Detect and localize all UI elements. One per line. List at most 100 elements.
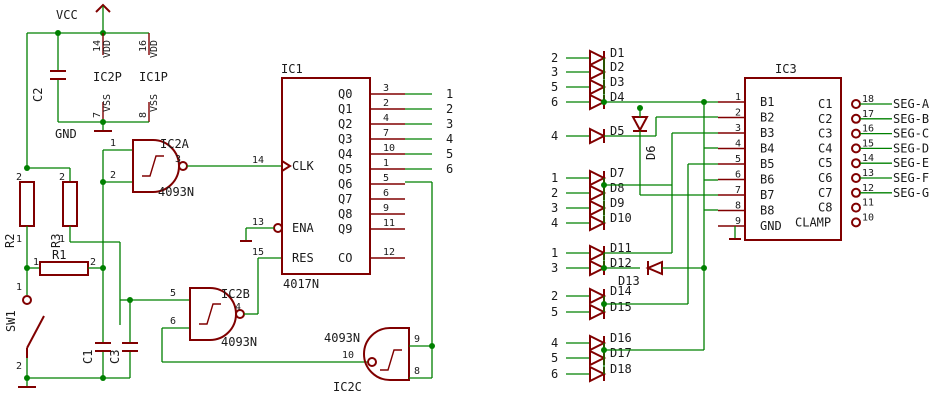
ic3-pin-18: 18 <box>862 94 874 105</box>
ic1-output-q0: Q0 <box>338 87 352 101</box>
svg-text:VDD: VDD <box>102 40 113 58</box>
c1-label: C1 <box>81 350 95 364</box>
ic3-pin-17: 17 <box>862 109 874 120</box>
svg-text:1: 1 <box>59 234 65 245</box>
diode-net-d4: 6 <box>551 95 558 109</box>
diode-net-d12: 3 <box>551 261 558 275</box>
svg-text:4: 4 <box>235 302 241 313</box>
diode-net-d8: 2 <box>551 186 558 200</box>
diode-label-d16: D16 <box>610 331 632 345</box>
diode-net-d2: 3 <box>551 65 558 79</box>
ic3-pin-7: 7 <box>735 185 741 196</box>
r2-resistor <box>19 181 35 227</box>
vcc-label: VCC <box>56 8 78 22</box>
segment-label-seg-a: SEG-A <box>893 97 930 111</box>
ic3-pin-8: 8 <box>735 201 741 212</box>
c3-label: C3 <box>108 350 122 364</box>
ic3-pin-11: 11 <box>862 198 874 209</box>
c2-label: C2 <box>31 88 45 102</box>
ic3-pin-15: 15 <box>862 138 874 149</box>
svg-text:CLK: CLK <box>292 159 314 173</box>
ic3-input-b7: B7 <box>760 188 774 202</box>
segment-label-seg-c: SEG-C <box>893 127 929 141</box>
svg-text:2: 2 <box>59 172 65 183</box>
ic2b-label: IC2B <box>221 287 250 301</box>
ic3-pin-6: 6 <box>735 170 741 181</box>
ic1-pin-9: 9 <box>383 203 389 214</box>
ic1-pin-5: 5 <box>383 173 389 184</box>
diode-d13: D13 <box>618 260 663 288</box>
svg-text:RES: RES <box>292 251 314 265</box>
diode-d14: 2 D14 <box>551 284 632 305</box>
ic3-output-c1: C1 <box>818 97 832 111</box>
gnd-label: GND <box>55 127 77 141</box>
ic3-output-c4: C4 <box>818 141 832 155</box>
ic3-pin-5: 5 <box>735 154 741 165</box>
diode-net-d17: 5 <box>551 351 558 365</box>
ic1-output-q7: Q7 <box>338 192 352 206</box>
svg-text:2: 2 <box>16 172 22 183</box>
ic1-pin-4: 4 <box>383 113 389 124</box>
diode-label-d13: D13 <box>618 274 640 288</box>
nand-gate-ic2c: 10 9 8 4093N IC2C <box>162 182 435 394</box>
ic3-pin-10: 10 <box>862 212 874 223</box>
supply-section: VCC C2 14 VDD 16 VDD IC2P IC1P 7 VSS 8 V… <box>26 3 168 168</box>
diode-label-d11: D11 <box>610 241 632 255</box>
ic3-body <box>744 77 842 241</box>
svg-text:9: 9 <box>414 334 420 345</box>
ic1-output-q3: Q3 <box>338 132 352 146</box>
segment-label-seg-b: SEG-B <box>893 112 929 126</box>
segment-label-seg-e: SEG-E <box>893 156 929 170</box>
net-label-1: 1 <box>446 87 453 101</box>
svg-text:1: 1 <box>16 282 22 293</box>
ic1-pin-7: 7 <box>383 128 389 139</box>
diode-net-d16: 4 <box>551 336 558 350</box>
svg-text:15: 15 <box>252 247 264 258</box>
diode-label-d10: D10 <box>610 211 632 225</box>
ic1-pin-12: 12 <box>383 247 395 258</box>
ic1-pin-3: 3 <box>383 83 389 94</box>
ic1-output-q8: Q8 <box>338 207 352 221</box>
diode-label-d14: D14 <box>610 284 632 298</box>
diode-net-d15: 5 <box>551 305 558 319</box>
r1-resistor <box>39 261 89 276</box>
svg-text:5: 5 <box>170 288 176 299</box>
diode-label-d9: D9 <box>610 196 624 210</box>
diode-net-d9: 3 <box>551 201 558 215</box>
diode-net-d10: 4 <box>551 216 558 230</box>
svg-text:8: 8 <box>414 366 420 377</box>
net-label-5: 5 <box>446 147 453 161</box>
ic2p-label: IC2P <box>93 70 122 84</box>
ic1-output-q9: Q9 <box>338 222 352 236</box>
ic3-pin-9: 9 <box>735 216 741 227</box>
diode-label-d7: D7 <box>610 166 624 180</box>
svg-text:6: 6 <box>170 316 176 327</box>
ic3-input-b4: B4 <box>760 142 774 156</box>
diode-label-d1: D1 <box>610 46 624 60</box>
ic2a-part: 4093N <box>158 185 194 199</box>
ic1-output-co: CO <box>338 251 352 265</box>
svg-text:2: 2 <box>110 170 116 181</box>
diode-net-d11: 1 <box>551 246 558 260</box>
ic1-output-q5: Q5 <box>338 162 352 176</box>
sw1-contact-top <box>22 295 32 305</box>
diode-label-d15: D15 <box>610 300 632 314</box>
ic3-input-b2: B2 <box>760 111 774 125</box>
svg-text:1: 1 <box>110 138 116 149</box>
svg-text:14: 14 <box>252 155 264 166</box>
diode-net-d14: 2 <box>551 289 558 303</box>
net-label-2: 2 <box>446 102 453 116</box>
vcc-symbol <box>95 3 111 13</box>
svg-text:3: 3 <box>175 154 181 165</box>
ic1p-label: IC1P <box>139 70 168 84</box>
ic3-output-c2: C2 <box>818 112 832 126</box>
svg-text:16: 16 <box>138 40 149 52</box>
